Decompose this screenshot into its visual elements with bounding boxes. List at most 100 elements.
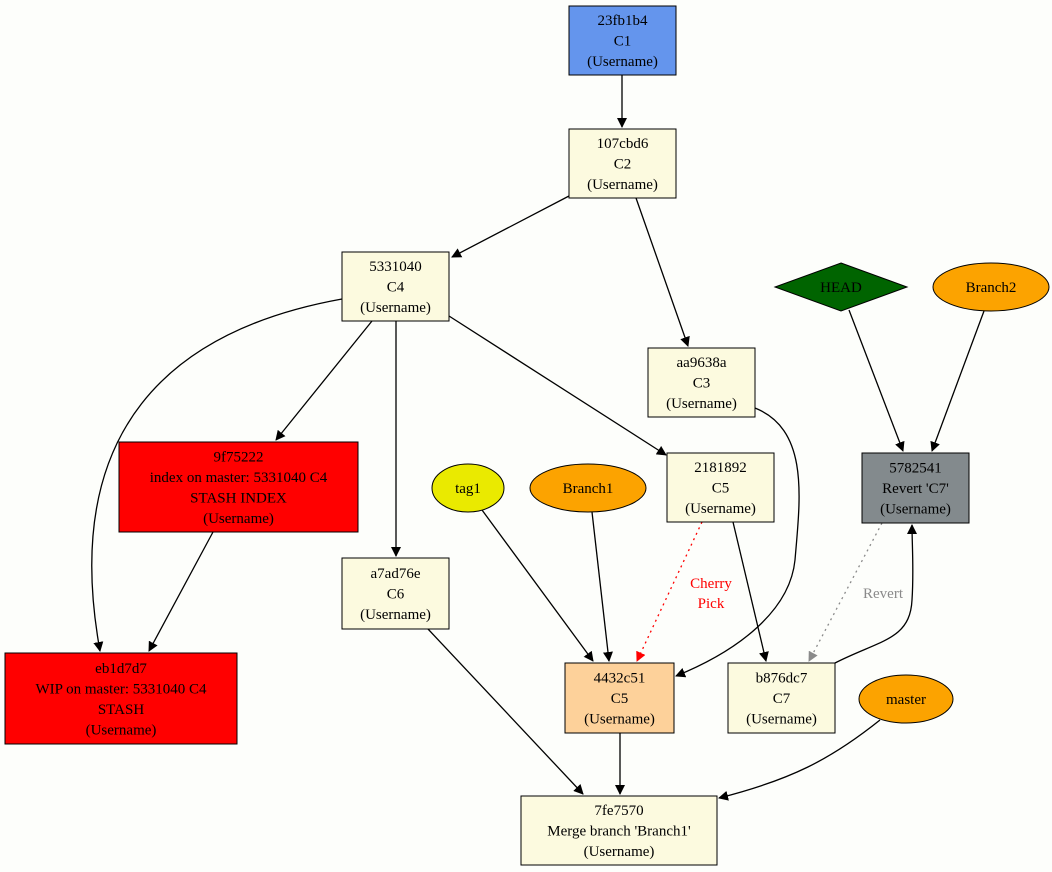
node-shape	[666, 452, 775, 523]
edge-label-cherry-pick-line2: Pick	[698, 596, 725, 612]
edge-rev-c7	[808, 522, 883, 662]
node-label-line: C5	[611, 691, 629, 707]
node-label-line: Branch1	[563, 481, 614, 497]
node-shape	[647, 347, 756, 418]
node-label-line: (Username)	[880, 502, 951, 518]
branch-node-branch1[interactable]: Branch1	[529, 463, 647, 513]
node-label-line: tag1	[455, 481, 481, 497]
edge-c5a-c7	[732, 521, 769, 662]
node-label-line: (Username)	[584, 712, 655, 728]
edges-layer	[91, 75, 985, 801]
head-node-head[interactable]: HEAD	[773, 262, 909, 312]
node-label-line: b876dc7	[756, 671, 808, 687]
edge-head-rev	[848, 309, 905, 452]
edge-c2-c4	[451, 195, 570, 258]
node-label-line: master	[886, 692, 926, 708]
node-label-line: eb1d7d7	[95, 661, 147, 677]
edge-label-cherry-pick-line1: Cherry	[690, 576, 732, 592]
node-label-line: (Username)	[360, 300, 431, 316]
node-shape	[118, 441, 359, 533]
node-label-line: STASH INDEX	[190, 490, 287, 506]
node-shape	[341, 251, 450, 322]
node-label-line: C4	[387, 280, 405, 296]
node-label-line: Branch2	[966, 280, 1017, 296]
edge-tag1-c5b	[481, 509, 594, 662]
node-shape	[932, 262, 1050, 312]
edge-stashidx-stash	[148, 531, 214, 652]
node-label-line: C6	[387, 587, 405, 603]
edge-label-revert: Revert	[863, 586, 904, 602]
edge-master-merge	[718, 719, 881, 801]
node-label-line: index on master: 5331040 C4	[150, 470, 328, 486]
node-label-line: Merge branch 'Branch1'	[547, 824, 691, 840]
node-shape	[4, 652, 238, 745]
node-label-line: (Username)	[86, 722, 157, 738]
node-label-line: 2181892	[694, 460, 747, 476]
node-label-line: (Username)	[587, 54, 658, 70]
node-label-line: 7fe7570	[594, 803, 643, 819]
node-label-line: C3	[693, 376, 711, 392]
edge-branch1-c5b	[591, 511, 613, 662]
node-shape	[773, 262, 909, 312]
edge-c4-stashidx	[275, 320, 373, 441]
node-label-line: 107cbd6	[597, 136, 649, 152]
node-label-line: WIP on master: 5331040 C4	[35, 681, 207, 697]
edge-c4-c5a	[448, 315, 667, 456]
node-shape	[858, 674, 954, 724]
node-shape	[727, 662, 836, 734]
node-label-line: 5331040	[369, 259, 422, 275]
node-shape	[520, 795, 718, 866]
commit-node-stashidx[interactable]: 9f75222 index on master: 5331040 C4 STASH …	[118, 441, 359, 533]
edge-c2-c3	[635, 197, 690, 347]
node-label-line: 23fb1b4	[598, 13, 648, 29]
node-label-line: (Username)	[685, 501, 756, 517]
node-label-line: (Username)	[587, 177, 658, 193]
branch-node-branch2[interactable]: Branch2	[932, 262, 1050, 312]
tag-node-tag1[interactable]: tag1	[431, 463, 505, 513]
edge-c6-merge	[427, 628, 584, 795]
node-label-line: aa9638a	[677, 355, 727, 371]
node-shape	[568, 128, 677, 199]
edge-c5a-c5b	[636, 521, 703, 662]
edge-labels-layer: Cherry Pick Revert	[690, 576, 904, 612]
node-label-line: (Username)	[360, 607, 431, 623]
node-label-line: C7	[773, 691, 791, 707]
edge-c4-stash	[91, 298, 343, 652]
node-shape	[529, 463, 647, 513]
nodes-layer: 23fb1b4C1(Username)107cbd6C2(Username)53…	[4, 5, 1050, 866]
node-label-line: Revert 'C7'	[882, 481, 949, 497]
node-label-line: (Username)	[666, 396, 737, 412]
node-shape	[341, 557, 450, 630]
node-label-line: HEAD	[820, 280, 862, 296]
node-label-line: C1	[614, 34, 632, 50]
node-label-line: 4432c51	[594, 671, 646, 687]
node-label-line: C5	[712, 481, 730, 497]
node-shape	[861, 452, 970, 524]
node-label-line: (Username)	[746, 712, 817, 728]
node-label-line: 5782541	[889, 461, 942, 477]
node-label-line: C2	[614, 157, 632, 173]
node-shape	[431, 463, 505, 513]
node-label-line: 9f75222	[214, 449, 264, 465]
edge-branch2-rev	[930, 310, 985, 452]
node-label-line: a7ad76e	[371, 566, 421, 582]
edge-c7-rev	[834, 524, 918, 664]
node-shape	[568, 5, 677, 76]
node-label-line: (Username)	[203, 511, 274, 527]
edge-c3-c5b	[675, 407, 800, 678]
node-label-line: (Username)	[584, 844, 655, 860]
node-label-line: STASH	[98, 702, 144, 718]
branch-node-master[interactable]: master	[858, 674, 954, 724]
